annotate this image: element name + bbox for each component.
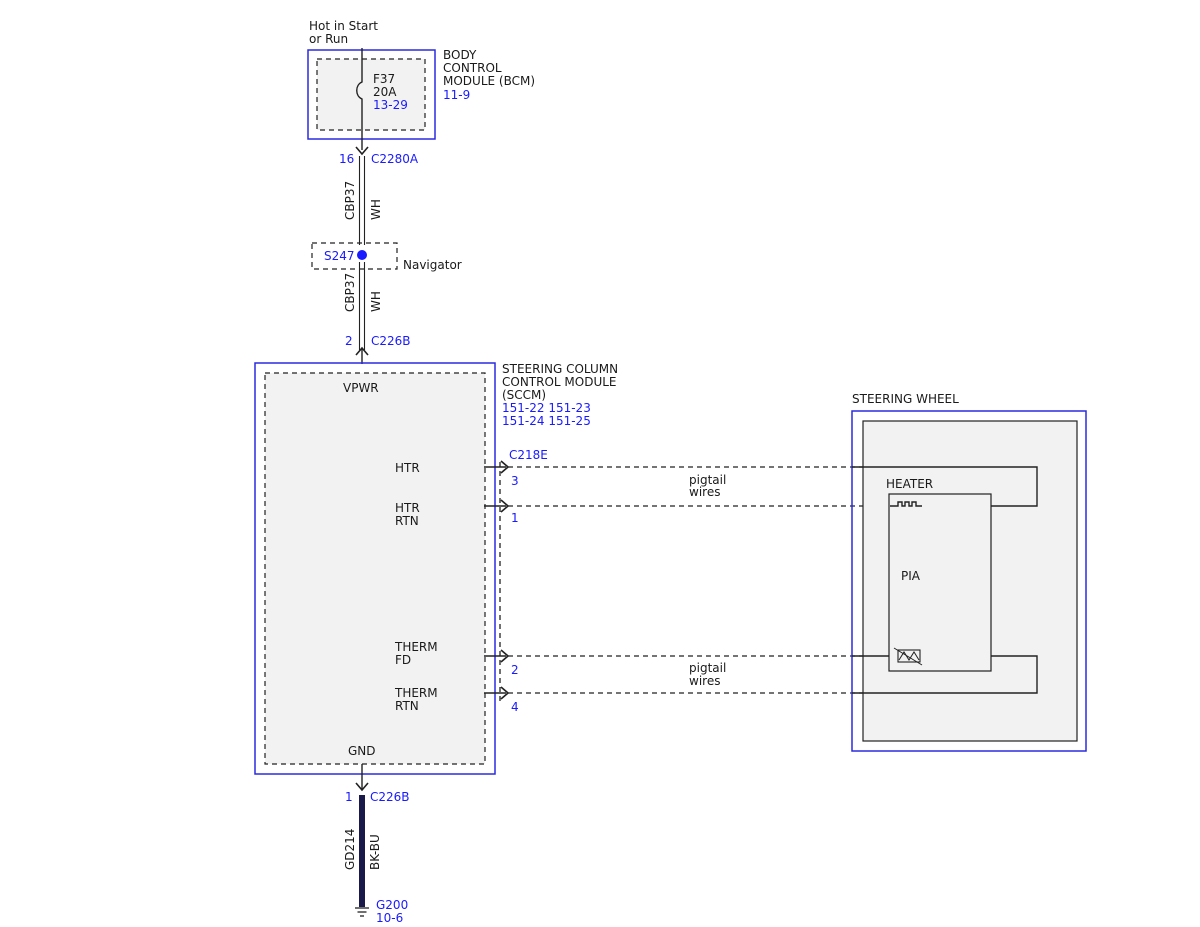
pia-label: PIA: [901, 569, 921, 583]
c226b-top-pin: 2: [345, 334, 353, 348]
bcm-module: F37 20A 13-29 BODY CONTROL MODULE (BCM) …: [307, 48, 535, 150]
pigtail-bottom-line1: pigtail: [689, 661, 726, 675]
ground-ref: 10-6: [376, 911, 403, 925]
splice-box: [311, 242, 398, 270]
power-label-line1: Hot in Start: [309, 19, 378, 33]
pigtail-top-line1: pigtail: [689, 473, 726, 487]
c218e-name: C218E: [509, 448, 548, 462]
therm-rtn-pin: 4: [511, 700, 519, 714]
bcm-name-line2: CONTROL: [443, 61, 502, 75]
bcm-outer-border: [307, 49, 436, 140]
ground-id: G200: [376, 898, 408, 912]
therm-fd-pin: 2: [511, 663, 519, 677]
ground-wire: [359, 795, 365, 907]
splice-id: S247: [324, 249, 355, 263]
connector-c2280a-icon: [355, 146, 369, 156]
ground-icon: [355, 907, 369, 917]
thermistor-icon: [893, 647, 923, 666]
pigtail-bottom-line2: wires: [689, 674, 720, 688]
sccm-outer-border: [254, 362, 496, 775]
ground-wire-color: BK-BU: [368, 834, 382, 870]
steering-wheel: STEERING WHEEL HEATER PIA: [851, 392, 1087, 752]
sccm-htr-rtn-label-line1: HTR: [395, 501, 420, 515]
heater-label: HEATER: [886, 477, 933, 491]
sccm-vpwr-label: VPWR: [343, 381, 379, 395]
bcm-inner-border: [316, 58, 426, 131]
fuse-ref: 13-29: [373, 98, 408, 112]
c226b-top-name: C226B: [371, 334, 411, 348]
sccm-inner-border: [264, 372, 486, 765]
ground-wire-circuit: GD214: [343, 829, 357, 870]
c2280a-pin: 16: [339, 152, 354, 166]
pia-box: [888, 493, 992, 672]
c226b-bottom-name: C226B: [370, 790, 410, 804]
htr-rtn-pin: 1: [511, 511, 519, 525]
wire-mid-color: WH: [369, 291, 383, 312]
sccm-htr-rtn-label-line2: RTN: [395, 514, 419, 528]
wire-top-circuit: CBP37: [343, 181, 357, 220]
power-label-line2: or Run: [309, 32, 348, 46]
c226b-bottom-pin: 1: [345, 790, 353, 804]
fuse-id: F37: [373, 72, 395, 86]
wheel-title: STEERING WHEEL: [852, 392, 959, 406]
c2280a-name: C2280A: [371, 152, 419, 166]
sccm-therm-fd-label-line1: THERM: [394, 640, 438, 654]
wheel-outer-border: [851, 410, 1087, 752]
sccm-ref-line1: 151-22 151-23: [502, 401, 591, 415]
fuse-rating: 20A: [373, 85, 397, 99]
sccm-name-line3: (SCCM): [502, 388, 546, 402]
bcm-name-line1: BODY: [443, 48, 477, 62]
sccm-therm-fd-label-line2: FD: [395, 653, 411, 667]
splice-label: Navigator: [403, 258, 462, 272]
bcm-ref: 11-9: [443, 88, 470, 102]
bcm-name-line3: MODULE (BCM): [443, 74, 535, 88]
heater-element-icon: [890, 501, 922, 507]
sccm-htr-label: HTR: [395, 461, 420, 475]
sccm-therm-rtn-label-line1: THERM: [394, 686, 438, 700]
sccm-name-line2: CONTROL MODULE: [502, 375, 617, 389]
wire-mid-circuit: CBP37: [343, 273, 357, 312]
sccm-ref-line2: 151-24 151-25: [502, 414, 591, 428]
pigtail-top-line2: wires: [689, 485, 720, 499]
sccm-module: VPWR GND HTR HTR RTN THERM FD THERM RTN …: [254, 362, 618, 775]
sccm-gnd-label: GND: [348, 744, 376, 758]
splice-dot-icon: [357, 250, 367, 260]
sccm-name-line1: STEERING COLUMN: [502, 362, 618, 376]
connector-c226b-bottom-icon: [355, 782, 369, 792]
sccm-therm-rtn-label-line2: RTN: [395, 699, 419, 713]
htr-pin: 3: [511, 474, 519, 488]
fuse-icon: [356, 48, 363, 150]
wire-top-color: WH: [369, 199, 383, 220]
